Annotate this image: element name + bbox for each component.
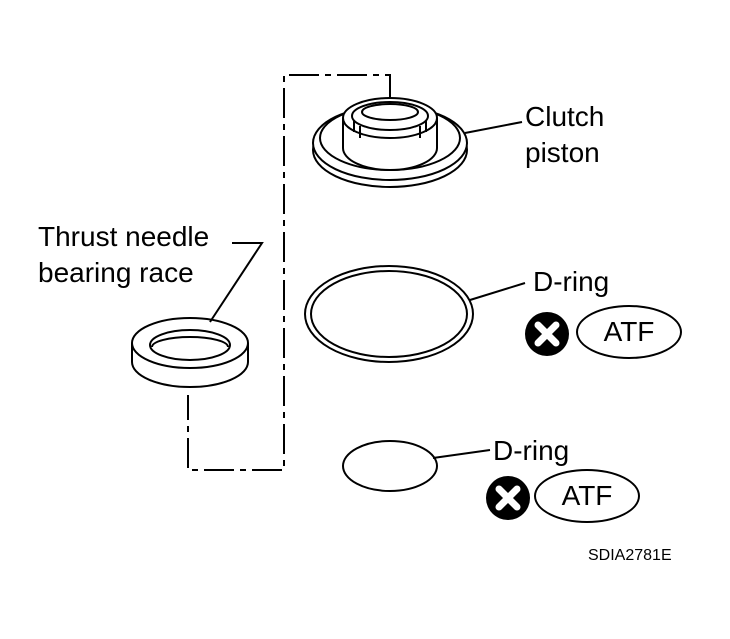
clutch-piston-label-line1: Clutch: [525, 101, 605, 132]
x-circle-icon: [486, 476, 530, 520]
thrust-race-label-line2: bearing race: [38, 257, 194, 288]
d-ring-small-part: [342, 440, 438, 492]
d-ring-large-label: D-ring: [533, 266, 610, 297]
clutch-piston-label-line2: piston: [525, 137, 600, 168]
atf-badge-upper: ATF: [576, 305, 682, 359]
d-ring-large-leader: [469, 282, 526, 301]
figure-code: SDIA2781E: [588, 547, 672, 564]
clutch-piston-part: [312, 97, 468, 188]
d-ring-small-leader: [432, 449, 491, 459]
atf-badge-lower: ATF: [534, 469, 640, 523]
thrust-race-leader: [209, 242, 264, 323]
clutch-piston-leader: [464, 121, 523, 134]
d-ring-small-label: D-ring: [493, 435, 570, 466]
thrust-needle-bearing-race-part: [131, 317, 249, 388]
assembly-guide-line: [187, 74, 391, 471]
thrust-race-label-line1: Thrust needle: [38, 221, 210, 252]
x-circle-icon: [525, 312, 569, 356]
d-ring-large-part: [304, 265, 474, 363]
